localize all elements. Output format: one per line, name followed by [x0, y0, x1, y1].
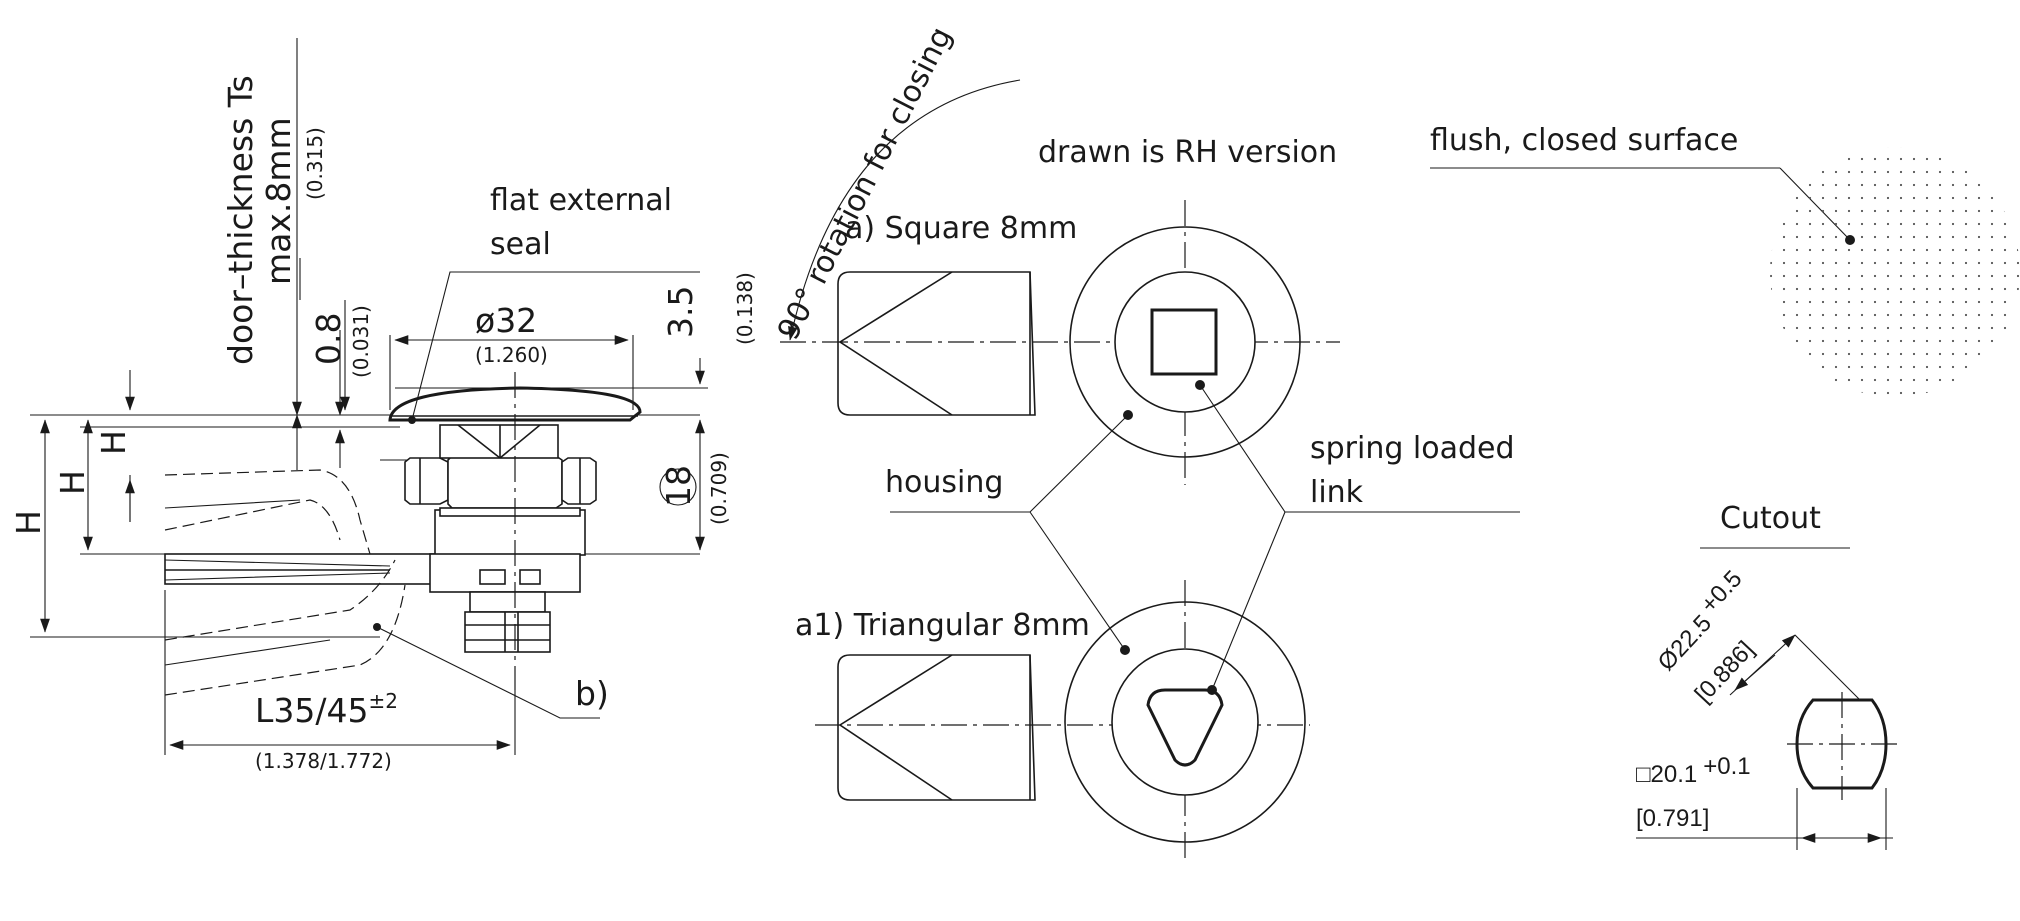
dim-18: 18	[659, 465, 698, 507]
side-view	[30, 38, 708, 755]
dim-3-5: 3.5	[661, 286, 700, 338]
dim-18-circle	[659, 468, 697, 506]
triangular-label: a1) Triangular 8mm	[795, 608, 1090, 643]
square-label: a) Square 8mm	[845, 211, 1077, 246]
dim-l-inch: (1.378/1.772)	[255, 749, 392, 773]
rotation-label: 90° rotation for closing	[771, 22, 959, 346]
spring-loaded-label-line2: link	[1310, 475, 1364, 510]
cutout-square-tolerance: +0.1	[1703, 753, 1750, 780]
dim-0-8-inch: (0.031)	[349, 305, 373, 378]
dim-32: ø32	[475, 301, 537, 340]
rotation-arrow	[788, 79, 1021, 341]
dim-32-inch: (1.260)	[475, 343, 548, 367]
dim-18-inch: (0.709)	[707, 452, 731, 525]
door-thickness-max-label: max.8mm	[259, 117, 298, 285]
dim-l-tolerance: ±2	[369, 689, 398, 713]
door-thickness-inch: (0.315)	[303, 127, 327, 200]
callout-b: b)	[575, 674, 609, 713]
cutout-square-inch: [0.791]	[1636, 805, 1709, 832]
housing-label: housing	[885, 465, 1003, 500]
square-version-view	[780, 200, 1340, 485]
dim-h-outer: H	[9, 510, 48, 535]
door-thickness-label: door–thickness Ts	[221, 75, 260, 365]
cutout-square: □20.1+0.1	[1636, 753, 1751, 788]
cutout-title: Cutout	[1720, 501, 1821, 536]
dim-0-8: 0.8	[309, 313, 348, 365]
dim-l: L35/45±2	[255, 689, 398, 730]
cutout-diameter-inch: [0.886]	[1690, 636, 1760, 708]
triangular-version-view	[815, 580, 1310, 860]
cutout-diameter-tolerance: +0.5	[1695, 565, 1747, 618]
flush-surface-label: flush, closed surface	[1430, 123, 1738, 158]
dim-h-middle: H	[53, 470, 92, 495]
seal-label-line2: seal	[490, 227, 551, 262]
spring-loaded-label-line1: spring loaded	[1310, 431, 1515, 466]
dim-h-inner: H	[94, 430, 133, 455]
drawn-rh-label: drawn is RH version	[1038, 135, 1337, 170]
seal-label-line1: flat external	[490, 183, 672, 218]
flush-surface-view	[1430, 147, 2020, 397]
cutout-view	[1636, 634, 1898, 850]
dim-3-5-inch: (0.138)	[733, 272, 757, 345]
